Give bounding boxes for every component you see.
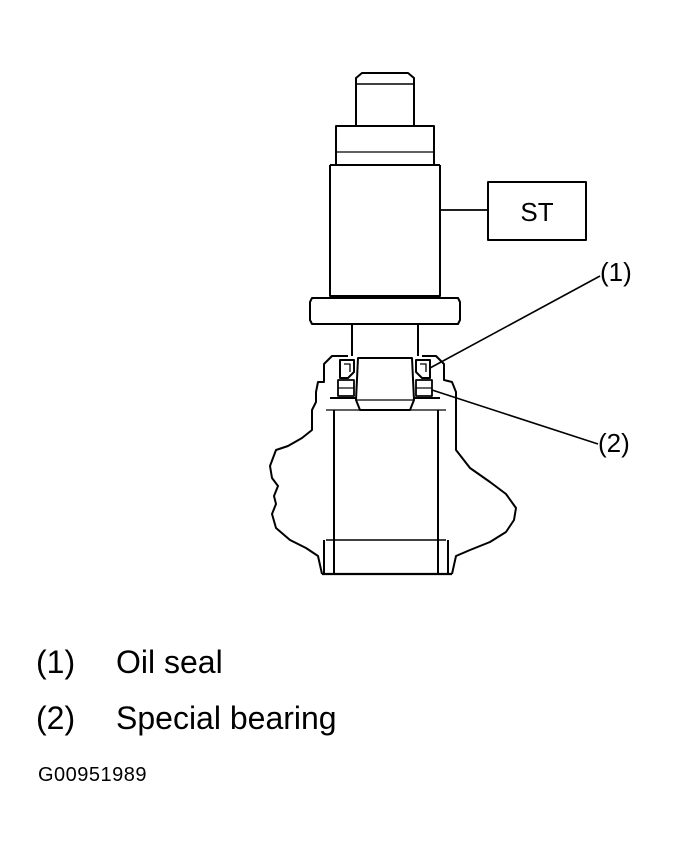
housing-left (269, 355, 348, 575)
legend-text: Oil seal (116, 644, 223, 680)
callout-2-label: (2) (598, 428, 630, 458)
diagram-svg: ST (1) (2) (269, 72, 632, 576)
tool-pin (355, 72, 415, 126)
installation-diagram: ST (1) (2) (269, 72, 632, 576)
callout-1-label: (1) (600, 257, 632, 287)
housing-right (422, 355, 517, 575)
figure-id: G00951989 (38, 764, 148, 786)
tool-body (329, 165, 441, 297)
tool-shaft (351, 324, 419, 356)
housing-bore (333, 410, 439, 574)
legend-number: (2) (36, 700, 76, 736)
oil-seal-left (339, 359, 355, 379)
legend-number: (1) (36, 644, 76, 680)
callout-1-leader (429, 275, 601, 369)
legend-text: Special bearing (116, 700, 337, 736)
tool-flange (309, 297, 461, 325)
tool-collar (335, 125, 435, 165)
callout-2-leader (431, 389, 599, 445)
st-label: ST (520, 197, 553, 227)
oil-seal-right (415, 359, 431, 379)
tool-tip (355, 357, 415, 411)
st-box (487, 181, 587, 241)
